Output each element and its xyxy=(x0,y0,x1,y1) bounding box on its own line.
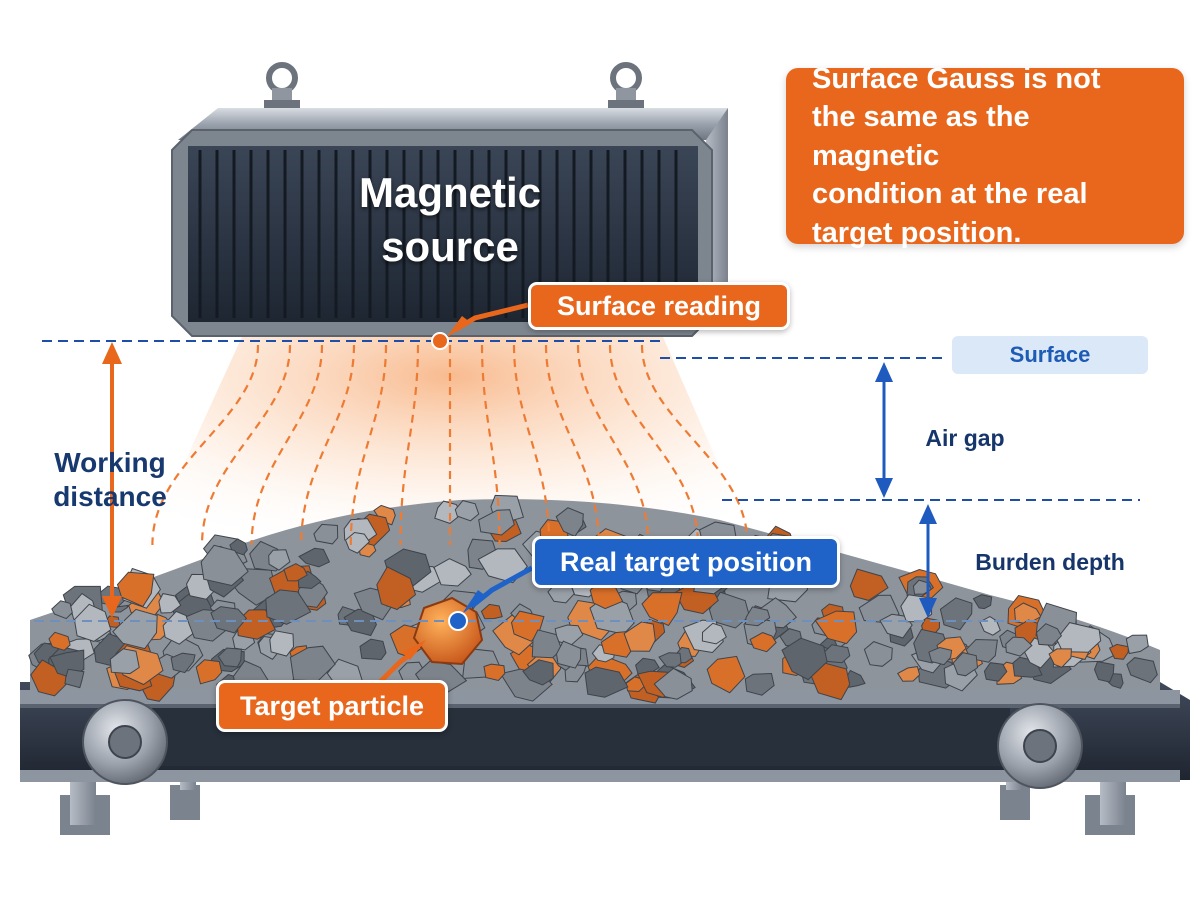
ore-rock xyxy=(706,655,746,694)
ore-rock xyxy=(376,566,417,611)
air-gap-arrow xyxy=(875,362,893,498)
air-gap-label: Air gap xyxy=(925,424,1005,451)
surface-gauss-callout: Surface Gauss is not the same as the mag… xyxy=(786,63,1184,249)
surface-tag: Surface xyxy=(952,336,1148,374)
target-particle-tag: Target particle xyxy=(216,680,448,732)
ore-rock xyxy=(1125,634,1149,655)
working-distance-arrow xyxy=(102,342,122,618)
ore-rock xyxy=(701,622,727,645)
ore-rock xyxy=(109,648,140,675)
ore-rock xyxy=(555,640,582,669)
ore-rock xyxy=(896,666,921,682)
ore-rock xyxy=(170,652,196,674)
ore-rock xyxy=(522,659,554,686)
ore-rock xyxy=(116,571,155,608)
ore-rock xyxy=(64,668,85,689)
ore-rock xyxy=(744,672,775,696)
ore-rock xyxy=(658,652,682,668)
ore-rock xyxy=(269,630,295,657)
ore-rock xyxy=(217,647,242,668)
ore-rock xyxy=(1093,661,1115,683)
ore-rock xyxy=(584,666,629,698)
ore-rock xyxy=(434,500,463,524)
ore-rock xyxy=(373,504,396,526)
ore-rock xyxy=(195,659,223,685)
ore-rock xyxy=(983,662,1008,682)
magnetic-source-label: Magnetic source xyxy=(358,169,542,270)
ore-rock xyxy=(928,646,953,666)
burden-depth-arrow xyxy=(919,504,937,618)
target-particle-pointer xyxy=(378,640,426,684)
ore-rock xyxy=(433,558,472,587)
ore-rock xyxy=(781,637,828,681)
ore-rock xyxy=(972,594,993,610)
ore-rock xyxy=(112,608,158,650)
ore-rock xyxy=(200,544,249,587)
conveyor xyxy=(20,682,1190,835)
ore-rock xyxy=(298,547,331,568)
working-distance-label: Working distance xyxy=(53,447,167,512)
ore-rock xyxy=(48,631,71,651)
ore-rock xyxy=(849,568,889,601)
ore-rock xyxy=(265,589,312,625)
ore-rock xyxy=(73,603,112,642)
ore-rock xyxy=(623,621,656,652)
ore-rocks xyxy=(28,494,1158,704)
ore-rock xyxy=(478,509,515,536)
field-lines xyxy=(151,344,749,546)
burden-depth-label: Burden depth xyxy=(975,548,1125,575)
ore-rock xyxy=(1126,657,1158,684)
ore-rock xyxy=(1005,636,1033,657)
ore-rock xyxy=(158,593,182,614)
ore-rock xyxy=(313,523,339,545)
real-target-position-tag: Real target position xyxy=(532,536,840,588)
ore-rock xyxy=(653,667,693,700)
ore-rock xyxy=(359,638,387,661)
ore-rock xyxy=(952,652,979,677)
ore-rock xyxy=(863,641,893,667)
surface-reading-pointer xyxy=(431,302,529,350)
ore-rock xyxy=(283,563,308,582)
ore-rock xyxy=(477,548,528,584)
ore-rock xyxy=(483,663,506,682)
ore-rock xyxy=(708,591,750,629)
ore-rock xyxy=(1048,648,1072,668)
surface-reading-tag: Surface reading xyxy=(528,282,790,330)
ore-rock xyxy=(564,664,587,683)
ore-rock xyxy=(210,606,248,634)
ore-rock xyxy=(480,603,503,620)
ore-rock xyxy=(1035,623,1063,646)
ore-rock xyxy=(531,629,563,659)
real-target-pointer xyxy=(448,565,534,631)
ore-rock xyxy=(814,610,858,645)
ore-rock xyxy=(749,632,777,653)
ore-rock xyxy=(51,600,73,620)
ore-rock xyxy=(641,591,683,627)
ore-rock xyxy=(268,549,291,571)
ore-rock xyxy=(454,500,480,522)
